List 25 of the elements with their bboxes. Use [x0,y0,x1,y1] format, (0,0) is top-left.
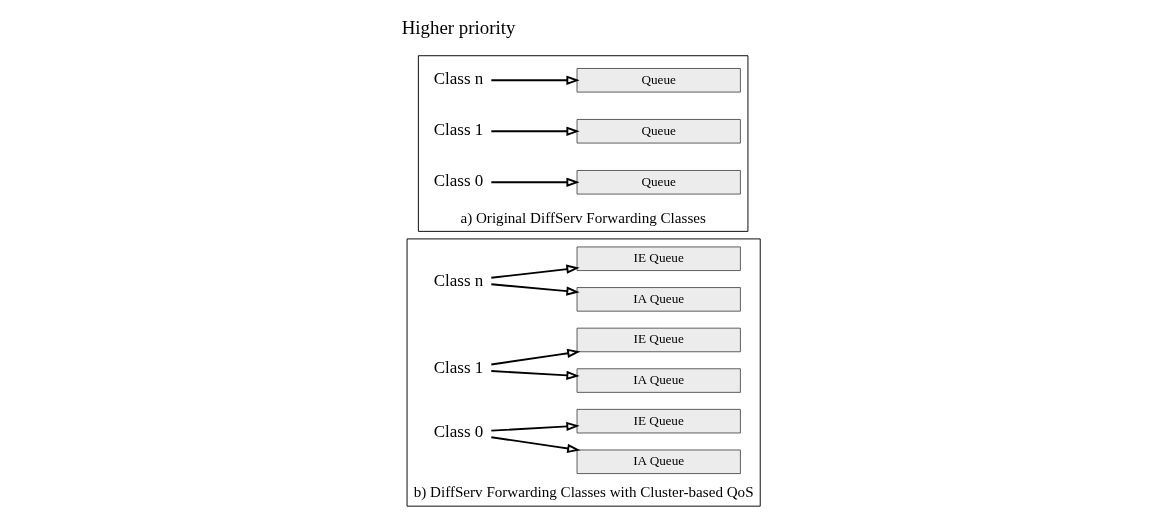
node-box: IA Queue [576,368,741,393]
node-box: IE Queue [576,246,741,272]
node-text: Class n [433,270,483,290]
node-box: Queue [576,170,741,195]
node-text: Class n [433,69,483,89]
node-box: IA Queue [576,287,741,312]
arrow [489,75,580,85]
node-text: Class 1 [433,358,483,378]
node-text: Class 0 [433,171,483,191]
node-text: Class 0 [433,421,483,441]
arrow [489,421,580,432]
node-text: Class 1 [433,120,483,140]
arrow [489,177,580,187]
arrow [489,283,580,296]
arrow [489,436,580,454]
node-box: IE Queue [576,327,741,353]
node-box: Queue [576,68,741,93]
node-box: IE Queue [576,408,741,434]
arrow [489,348,580,366]
arrow [489,264,580,279]
label: Higher priority [401,17,515,39]
arrow [489,126,580,136]
node-box: IA Queue [576,449,741,475]
arrow [489,370,580,380]
node-box: Queue [576,119,741,144]
